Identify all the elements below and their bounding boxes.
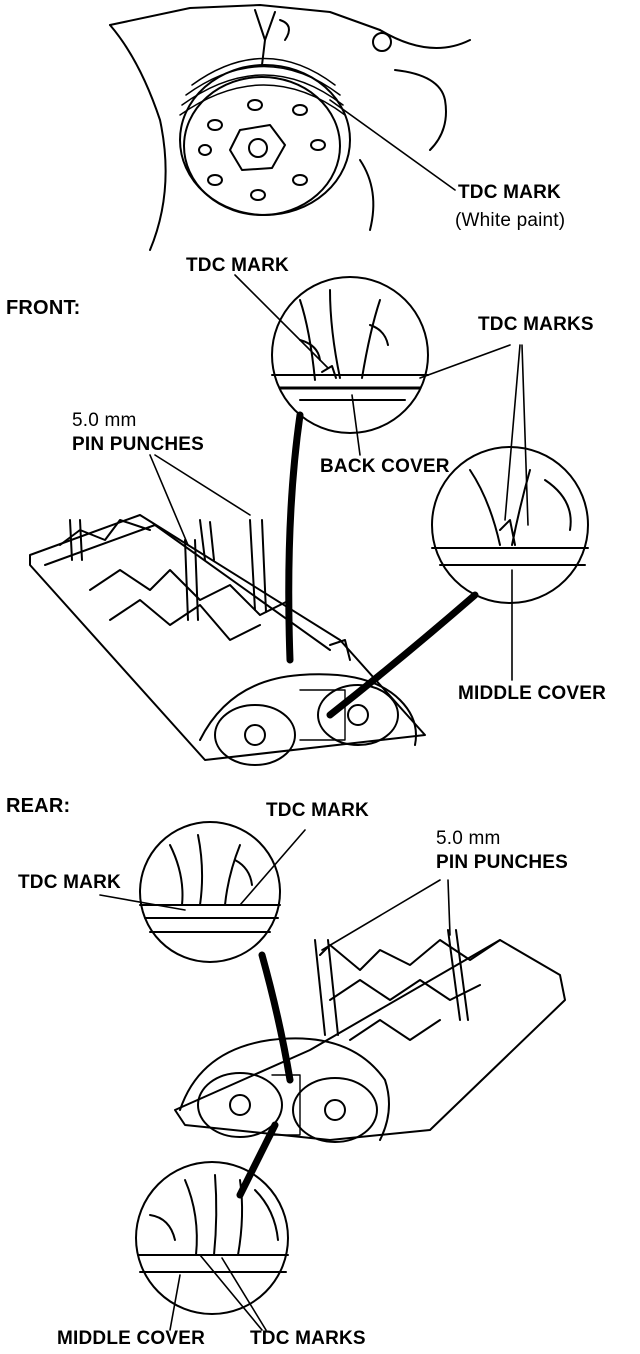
back-cover-label: BACK COVER <box>320 456 450 477</box>
rear-tdc-mark-top-label: TDC MARK <box>266 800 369 821</box>
rear-tdc-marks-label: TDC MARKS <box>250 1328 366 1349</box>
front-head-illustration <box>29 274 589 766</box>
top-tdc-mark-label: TDC MARK <box>458 182 561 203</box>
front-tdc-mark-label: TDC MARK <box>186 255 289 276</box>
front-pin-punches-label: PIN PUNCHES <box>72 434 205 455</box>
rear-tdc-mark-left-label: TDC MARK <box>18 872 121 893</box>
rear-head-illustration <box>99 821 566 1331</box>
rear-middle-cover-label: MIDDLE COVER <box>57 1328 206 1349</box>
rear-heading: REAR: <box>6 795 71 817</box>
top-white-paint-label: (White paint) <box>455 210 566 231</box>
rear-pin-size-label: 5.0 mm <box>436 828 501 849</box>
front-pin-size-label: 5.0 mm <box>72 410 137 431</box>
front-middle-cover-label: MIDDLE COVER <box>458 683 607 704</box>
front-heading: FRONT: <box>6 297 81 319</box>
crank-pulley-illustration <box>109 4 471 251</box>
rear-pin-punches-label: PIN PUNCHES <box>436 852 569 873</box>
front-tdc-marks-label: TDC MARKS <box>478 314 594 335</box>
